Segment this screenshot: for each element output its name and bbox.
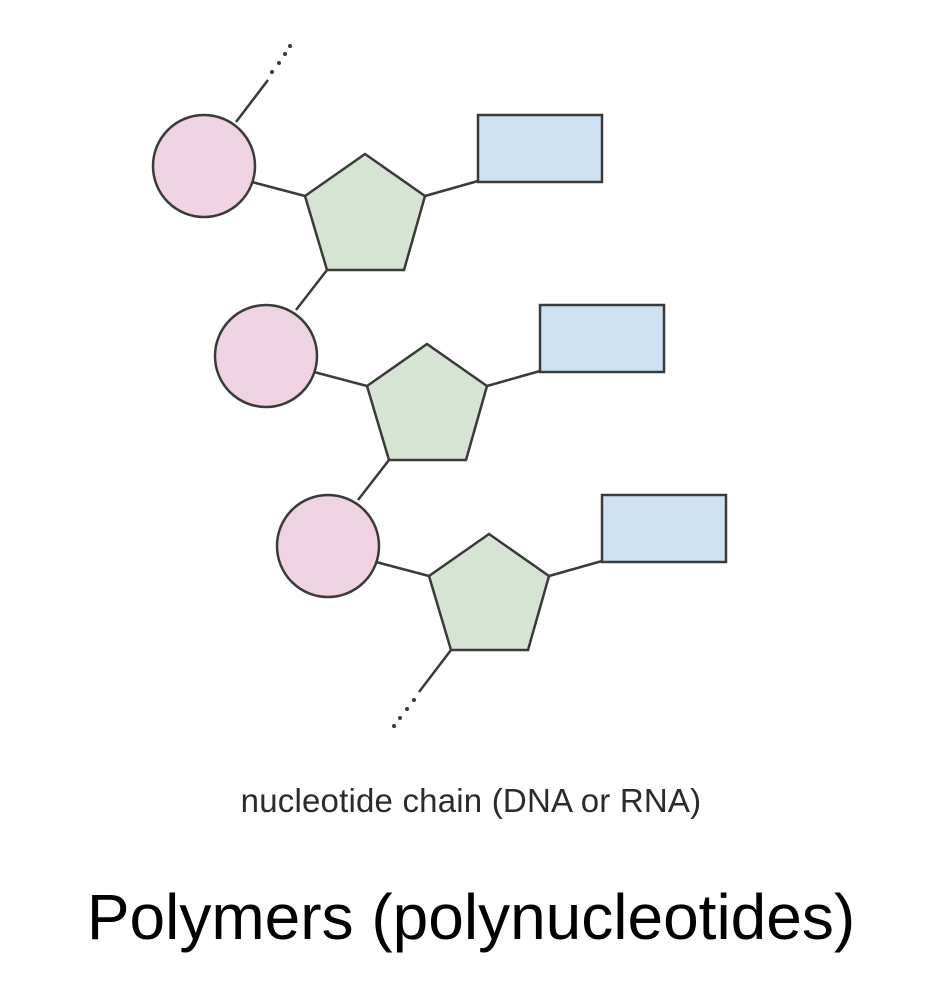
sugar-pentagon [427, 532, 551, 652]
phosphate-circle [213, 303, 319, 409]
nucleotide-chain-diagram [151, 44, 728, 728]
nucleotide-1 [151, 113, 604, 311]
chain-continuation-bottom [418, 649, 452, 693]
sugar-pentagon [365, 342, 489, 462]
phosphate-sugar-bond [313, 370, 368, 388]
chain-continuation-top-dots [270, 44, 292, 74]
diagram-caption: nucleotide chain (DNA or RNA) [240, 782, 702, 819]
page-title: Polymers (polynucleotides) [86, 881, 856, 953]
sugar-base-bond [486, 369, 541, 388]
phosphate-circle [275, 493, 381, 599]
phosphate-circle [151, 113, 257, 219]
chain-continuation-bottom-dots [392, 698, 416, 728]
sugar-pentagon [303, 152, 427, 272]
chain-continuation-top [235, 79, 269, 123]
sugar-phosphate-backbone-bond [295, 269, 328, 311]
sugar-phosphate-backbone-bond [357, 459, 390, 501]
sugar-base-bond [424, 179, 479, 198]
base-rectangle [600, 493, 728, 564]
sugar-base-bond [548, 559, 603, 578]
base-rectangle [538, 303, 666, 374]
nucleotide-2 [213, 303, 666, 501]
phosphate-sugar-bond [251, 180, 306, 198]
base-rectangle [476, 113, 604, 184]
nucleotide-3 [275, 493, 728, 652]
phosphate-sugar-bond [375, 560, 430, 578]
